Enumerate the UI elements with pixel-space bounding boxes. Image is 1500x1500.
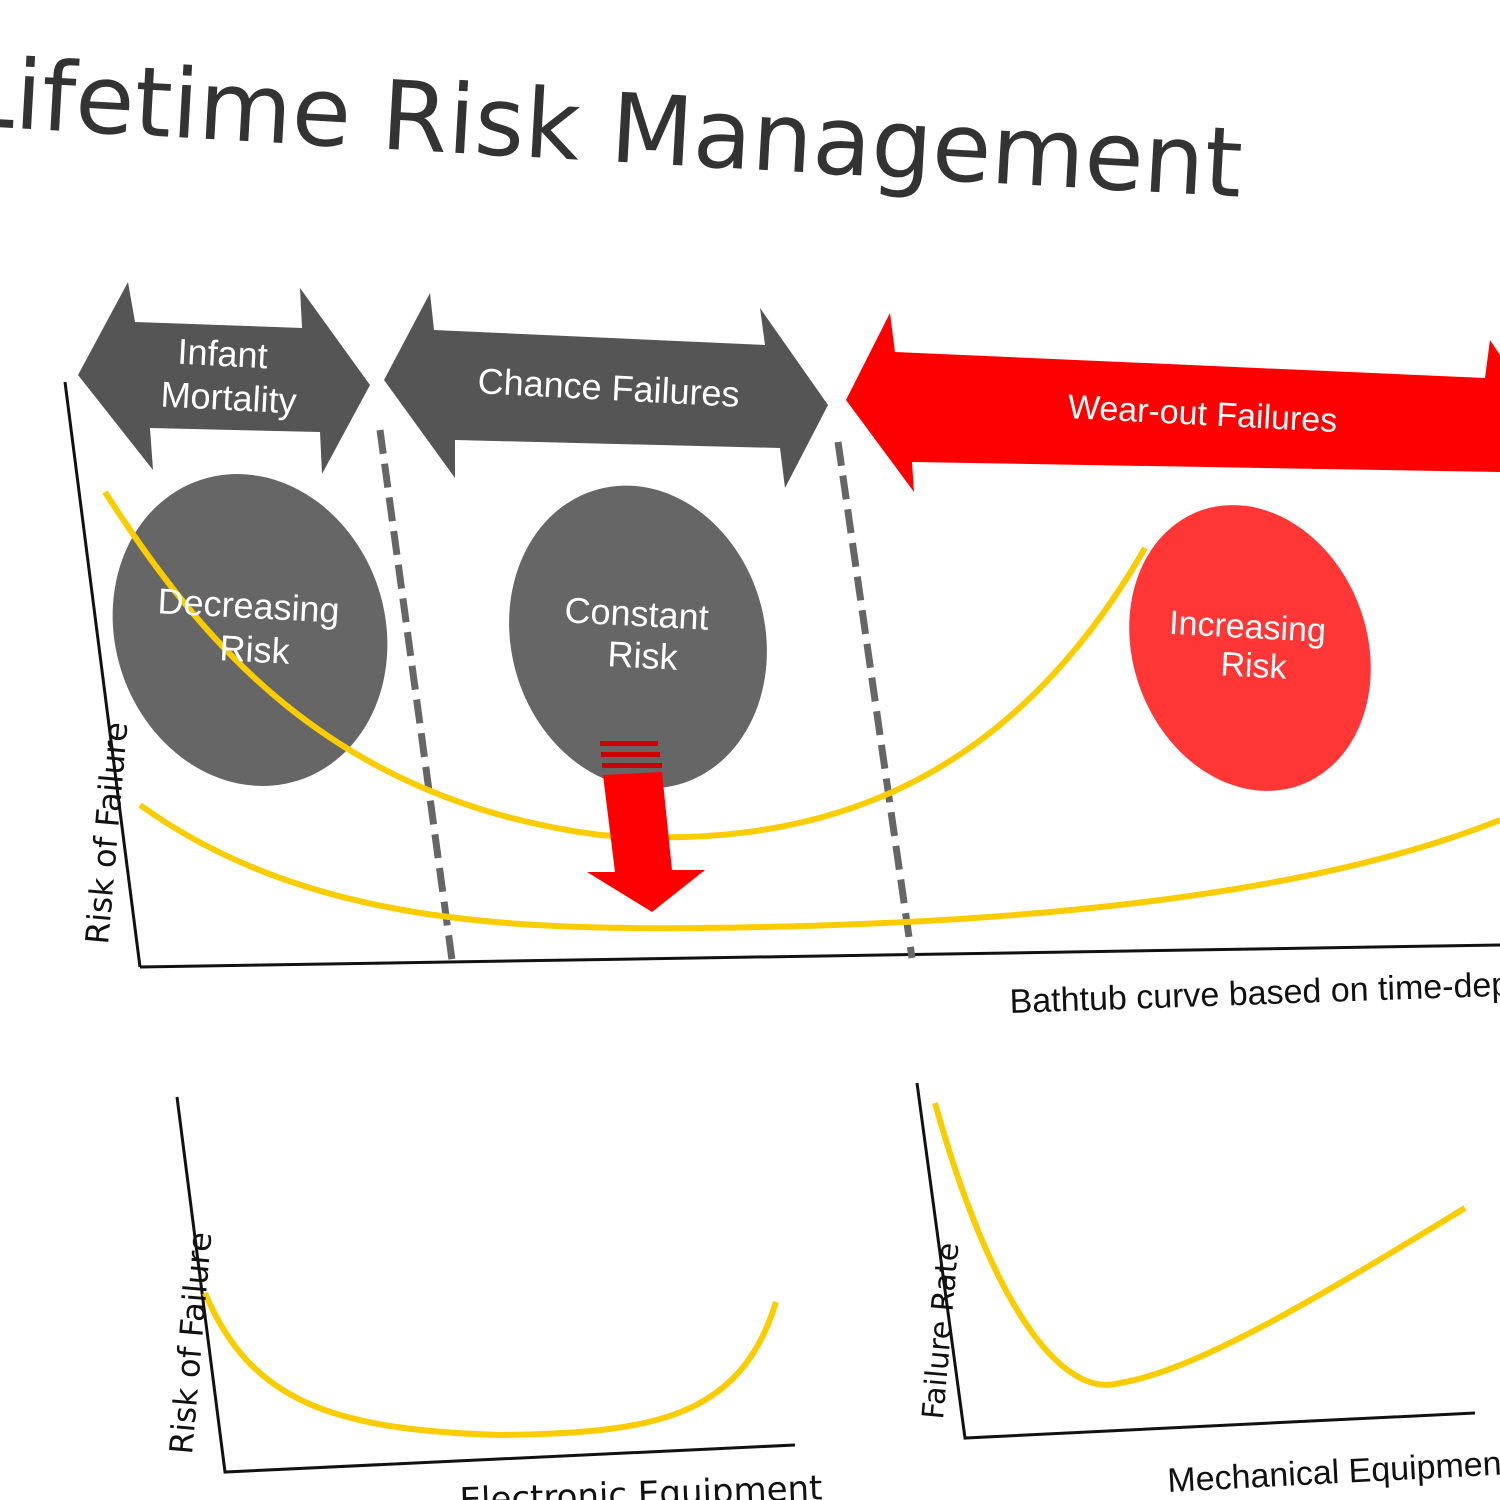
constant-risk-label-1: Constant [564,589,710,637]
mechanical-curve [932,1102,1467,1388]
bottom-left-axes [175,1096,796,1474]
bottom-left-x-label: Electronic Equipment [459,1468,823,1500]
decreasing-risk-circle [112,474,388,786]
electronic-curve [202,1291,779,1439]
main-caption: Bathtub curve based on time-dependent [1009,962,1500,1021]
risk-down-arrow [587,741,705,912]
bottom-right-axes [915,1082,1476,1440]
slide-title: Lifetime Risk Management [0,36,1245,219]
increasing-risk-label-2: Risk [1220,645,1289,686]
decreasing-risk-label-1: Decreasing [157,580,341,630]
constant-risk-circle [509,485,767,789]
bottom-left-y-label: Risk of Failure [162,1230,219,1455]
main-y-axis-label: Risk of Failure [78,720,135,945]
bathtub-curve-lower [138,802,1500,932]
infant-mortality-label-2: Mortality [160,373,298,421]
wear-out-failures-arrow [846,313,1500,492]
infant-mortality-arrow [78,282,370,474]
constant-risk-label-2: Risk [607,633,680,678]
main-y-axis [63,381,142,968]
bathtub-curve-upper [102,490,1148,841]
chance-failures-arrow [384,293,828,488]
bottom-right-x-label: Mechanical Equipment [1166,1444,1500,1500]
increasing-risk-circle [1129,505,1371,791]
main-x-axis [139,943,1500,969]
decreasing-risk-label-2: Risk [219,627,292,672]
phase-divider-2 [834,441,916,959]
infant-mortality-label-1: Infant [177,331,269,377]
increasing-risk-label-1: Increasing [1168,604,1327,650]
phase-divider-1 [376,429,456,961]
